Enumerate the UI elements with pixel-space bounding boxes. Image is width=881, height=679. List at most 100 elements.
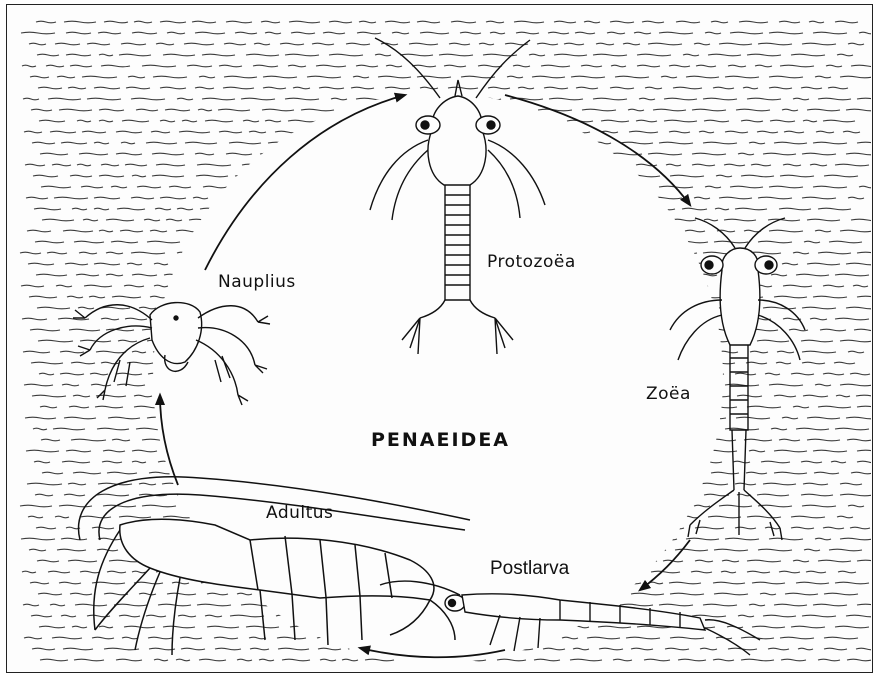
wave-stroke (460, 32, 481, 34)
wave-stroke (757, 131, 778, 133)
wave-stroke (478, 65, 502, 67)
wave-stroke (158, 604, 191, 606)
wave-stroke (840, 230, 873, 232)
wave-stroke (99, 120, 113, 122)
wave-stroke (741, 120, 763, 122)
wave-stroke (735, 373, 756, 375)
wave-stroke (178, 615, 196, 617)
wave-stroke (785, 593, 818, 595)
wave-stroke (203, 186, 227, 188)
wave-stroke (859, 32, 875, 34)
wave-stroke (824, 648, 847, 650)
wave-stroke (659, 142, 693, 144)
wave-stroke (648, 153, 682, 155)
wave-stroke (815, 230, 831, 232)
wave-stroke (235, 32, 257, 34)
label-postlarva: Postlarva (490, 558, 570, 579)
wave-stroke (237, 659, 252, 661)
wave-stroke (813, 142, 847, 144)
wave-stroke (177, 98, 193, 100)
wave-stroke (791, 373, 814, 375)
wave-stroke (378, 76, 411, 78)
wave-stroke (699, 131, 714, 133)
wave-stroke (122, 120, 149, 122)
wave-stroke (598, 626, 631, 628)
wave-stroke (782, 417, 798, 419)
wave-stroke (101, 65, 130, 67)
wave-stroke (107, 571, 126, 573)
wave-stroke (513, 65, 530, 67)
wave-stroke (685, 230, 705, 232)
wave-stroke (106, 329, 134, 331)
wave-stroke (724, 219, 756, 221)
wave-stroke (29, 296, 57, 298)
wave-stroke (802, 505, 836, 507)
wave-stroke (696, 65, 716, 67)
wave-stroke (651, 571, 680, 573)
wave-stroke (106, 274, 123, 276)
wave-stroke (192, 21, 216, 23)
wave-stroke (101, 307, 130, 309)
wave-stroke (853, 285, 868, 287)
wave-stroke (119, 615, 140, 617)
wave-stroke (116, 659, 142, 661)
wave-stroke (769, 32, 803, 34)
wave-stroke (854, 329, 881, 331)
wave-stroke (132, 351, 146, 353)
wave-stroke (38, 87, 62, 89)
wave-stroke (219, 131, 242, 133)
wave-stroke (40, 406, 57, 408)
wave-stroke (751, 164, 771, 166)
wave-stroke (793, 252, 809, 254)
wave-stroke (154, 285, 168, 287)
wave-stroke (543, 648, 565, 650)
wave-stroke (57, 76, 75, 78)
wave-stroke (28, 263, 54, 265)
wave-stroke (146, 142, 177, 144)
wave-stroke (177, 208, 193, 210)
wave-stroke (846, 307, 880, 309)
wave-stroke (850, 373, 870, 375)
wave-stroke (801, 461, 822, 463)
wave-stroke (249, 131, 266, 133)
wave-stroke (114, 604, 147, 606)
wave-stroke (66, 32, 91, 34)
wave-stroke (24, 384, 53, 386)
wave-stroke (263, 76, 297, 78)
wave-stroke (37, 54, 59, 56)
wave-stroke (94, 197, 120, 199)
wave-stroke (32, 142, 55, 144)
wave-stroke (769, 87, 792, 89)
wave-stroke (87, 98, 121, 100)
wave-stroke (116, 153, 142, 155)
wave-stroke (584, 21, 600, 23)
wave-stroke (185, 142, 217, 144)
wave-stroke (837, 54, 853, 56)
wave-stroke (488, 87, 510, 89)
wave-stroke (31, 109, 52, 111)
wave-stroke (99, 109, 124, 111)
wave-stroke (156, 164, 185, 166)
wave-stroke (124, 626, 155, 628)
wave-stroke (780, 637, 814, 639)
wave-stroke (769, 384, 803, 386)
wave-stroke (735, 527, 756, 529)
wave-stroke (26, 197, 48, 199)
wave-stroke (670, 637, 704, 639)
wave-stroke (246, 626, 279, 628)
wave-stroke (755, 65, 772, 67)
wave-stroke (752, 582, 785, 584)
wave-stroke (182, 120, 197, 122)
wave-stroke (840, 494, 873, 496)
wave-stroke (39, 626, 65, 628)
wave-stroke (37, 307, 70, 309)
wave-stroke (131, 252, 165, 254)
wave-stroke (99, 626, 113, 628)
wave-stroke (356, 65, 378, 67)
wave-stroke (610, 21, 634, 23)
wave-stroke (686, 76, 719, 78)
wave-stroke (850, 527, 870, 529)
wave-stroke (160, 120, 175, 122)
wave-stroke (92, 527, 114, 529)
wave-stroke (152, 153, 184, 155)
